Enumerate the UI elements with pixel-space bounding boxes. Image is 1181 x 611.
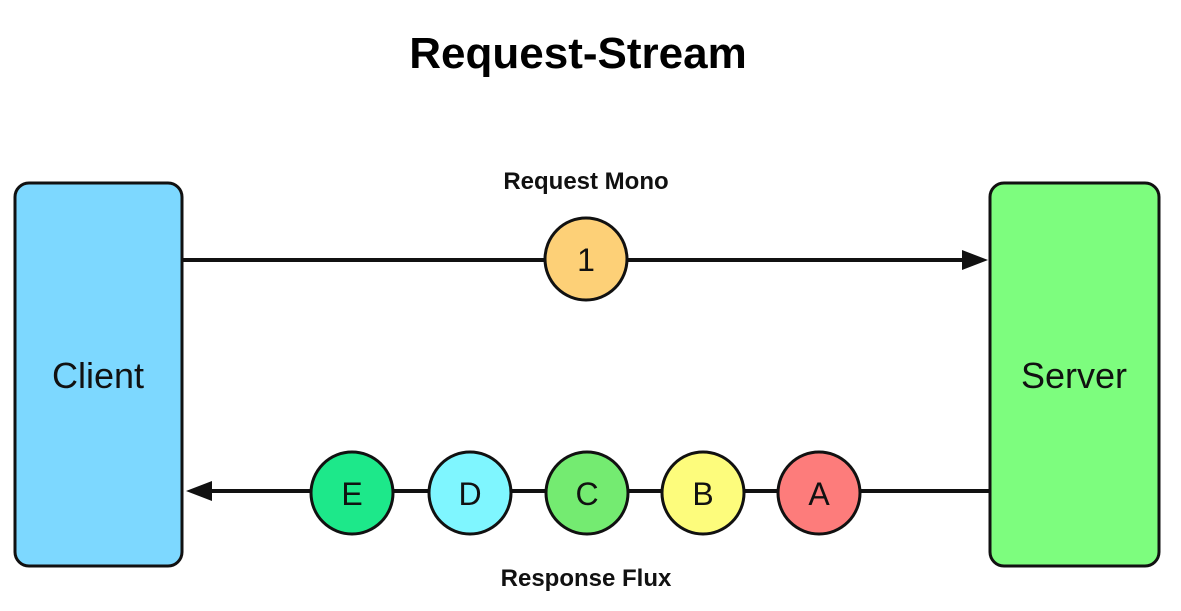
- response-message-label: E: [341, 476, 362, 512]
- client-label: Client: [52, 355, 144, 396]
- response-message-label: A: [808, 476, 830, 512]
- request-arrowhead: [962, 250, 988, 270]
- server-box: [988, 181, 1161, 568]
- response-message: D: [427, 450, 513, 536]
- server-label: Server: [1021, 355, 1127, 396]
- server-node: Server: [988, 181, 1161, 568]
- response-message: B: [660, 450, 746, 536]
- request-message-circle: [543, 216, 629, 302]
- response-messages: E D C B A: [309, 450, 862, 536]
- client-box: [13, 181, 184, 568]
- diagram-title: Request-Stream: [409, 29, 746, 78]
- response-message: A: [776, 450, 862, 536]
- response-message-circle: [544, 450, 630, 536]
- request-message: 1: [543, 216, 629, 302]
- response-message-label: D: [458, 476, 481, 512]
- response-message-circle: [776, 450, 862, 536]
- request-message-label: 1: [577, 242, 595, 278]
- response-message-circle: [309, 450, 395, 536]
- response-message: C: [544, 450, 630, 536]
- response-message: E: [309, 450, 395, 536]
- response-message-circle: [427, 450, 513, 536]
- response-message-label: C: [575, 476, 598, 512]
- response-arrowhead: [186, 481, 212, 501]
- response-label: Response Flux: [501, 565, 672, 592]
- response-message-label: B: [692, 476, 713, 512]
- client-node: Client: [13, 181, 184, 568]
- request-label: Request Mono: [503, 168, 668, 195]
- response-message-circle: [660, 450, 746, 536]
